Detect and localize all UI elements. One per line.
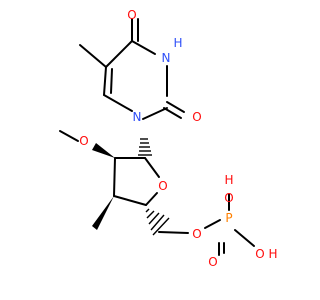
atom-oh1-h: H xyxy=(224,173,233,187)
atom-o-methoxy: O xyxy=(79,134,88,148)
bond-o4-c4 xyxy=(145,192,158,206)
bond-c5-c4 xyxy=(105,40,133,68)
sugar-bonds xyxy=(59,130,189,236)
atom-oh2-h: H xyxy=(268,247,277,261)
atom-o-top: O xyxy=(127,8,136,22)
pyrimidine-bonds xyxy=(79,18,185,120)
bond-c6-c5-double xyxy=(110,68,113,94)
atom-oh1-o: O xyxy=(224,191,233,205)
atom-oh2-o: O xyxy=(255,247,264,261)
atom-o-link: O xyxy=(192,227,201,241)
bond-c2-o xyxy=(166,101,185,113)
structure-svg: O H N O N O O O P H O O O H xyxy=(59,8,278,269)
molecule-diagram: O H N O N O O O P H O O O H xyxy=(59,8,278,269)
bond-c1-o4 xyxy=(144,157,160,178)
phosphate-bonds xyxy=(204,193,255,256)
wedge-c3-methyl xyxy=(92,196,114,230)
wedge-c4-c5 xyxy=(145,208,170,236)
bond-c6-c5 xyxy=(103,66,107,96)
bond-p-oh2 xyxy=(234,229,255,247)
atom-n3: N xyxy=(162,51,171,65)
bond-o-methyl xyxy=(59,130,79,142)
atom-labels: O H N O N O O O P H O O O H xyxy=(79,8,277,269)
bond-c2-n1 xyxy=(142,107,168,120)
bond-c4-n3 xyxy=(131,40,156,55)
wedge-c2-ome xyxy=(92,143,115,158)
atom-o-double: O xyxy=(208,255,217,269)
atom-o-right: O xyxy=(192,110,201,124)
atom-p: P xyxy=(225,211,232,225)
bond-c5-o xyxy=(158,231,189,234)
bond-o-p xyxy=(204,219,221,229)
bond-c4-c3 xyxy=(113,195,147,206)
bond-c5-methyl xyxy=(79,44,107,68)
atom-n1: N xyxy=(133,110,142,124)
wedge-c1-n1 xyxy=(138,138,152,156)
bond-c3-c2 xyxy=(113,157,116,197)
bond-n1-c6 xyxy=(103,94,133,112)
atom-o-furan: O xyxy=(158,179,167,193)
atom-h-n3: H xyxy=(173,36,182,50)
bond-c2-o-double xyxy=(163,107,182,119)
